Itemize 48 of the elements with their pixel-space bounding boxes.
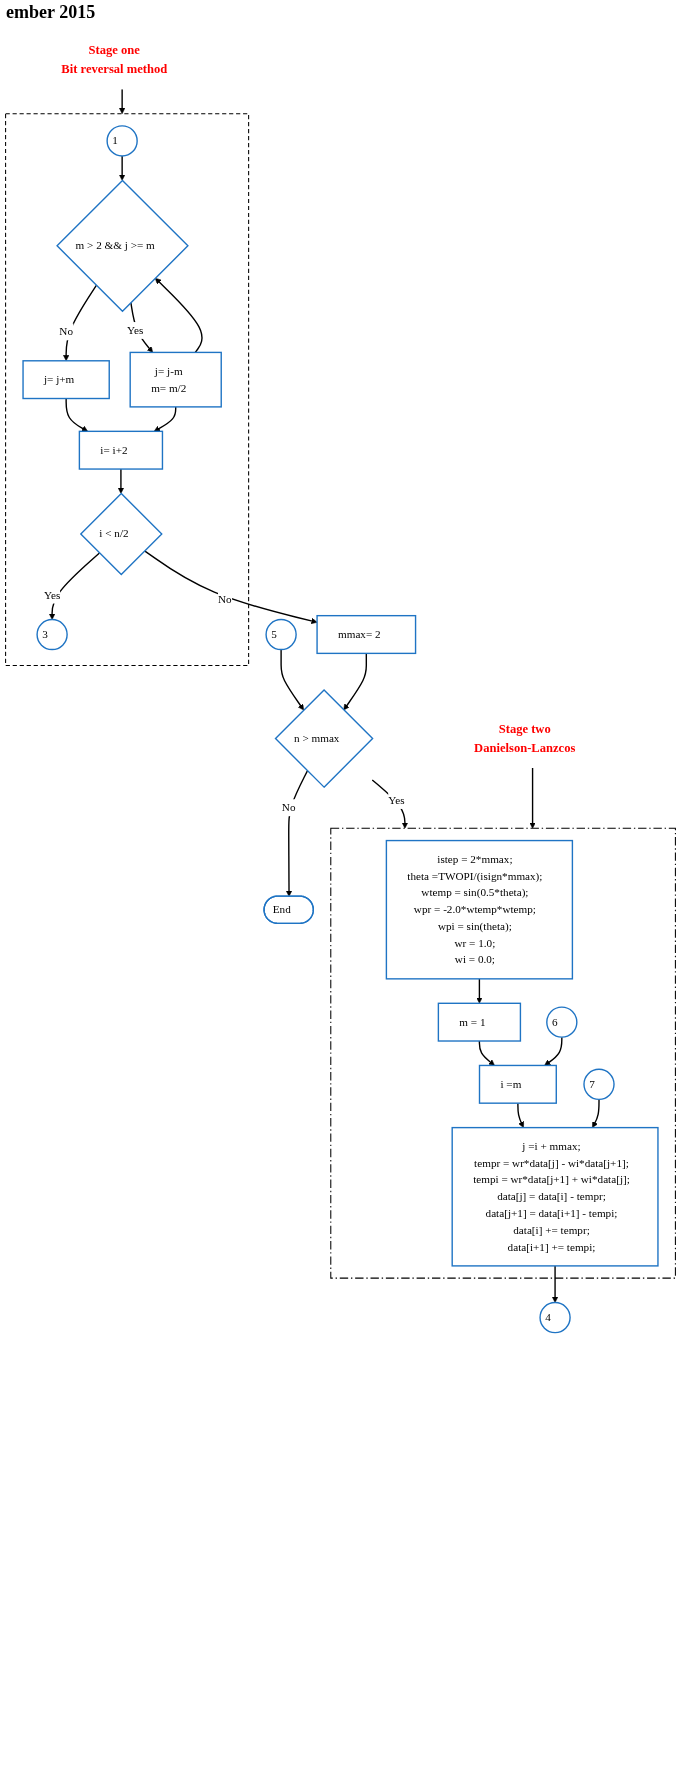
edge-label: No <box>59 325 73 338</box>
node-circle: 1 <box>106 125 138 157</box>
cluster <box>5 113 250 667</box>
arrow <box>478 1040 495 1066</box>
edge-label: Yes <box>388 794 405 807</box>
node-box: m = 1 <box>437 1002 522 1042</box>
edge-label: Yes <box>127 324 144 337</box>
node-box: j= j-m m= m/2 <box>129 351 222 408</box>
edge-label: No <box>218 593 232 606</box>
node-text: Stage one Bit reversal method <box>61 43 168 76</box>
arrow <box>371 779 408 829</box>
arrow <box>529 767 536 829</box>
cluster <box>330 827 676 1279</box>
node-box: j =i + mmax; tempr = wr*data[j] - wi*data[j+1]; tempi = wr*data[j+1] + wi*data[j]; data[j] = data[i] - tempr; data[j+1] = data[i+1] - tempi; data[i] += tempr; data[i+1] += tempi; <box>451 1126 659 1267</box>
edge-label: No <box>281 801 296 814</box>
node-box: istep = 2*mmax; theta =TWOPI/(isign*mmax); wtemp = sin(0.5*theta); wpr = -2.0*wtemp*wtemp; wpi = sin(theta); wr = 1.0; wi = 0.0; <box>385 839 574 980</box>
node-box: j= j+m <box>22 360 110 400</box>
node-circle: 6 <box>546 1006 578 1038</box>
node-circle: 3 <box>36 618 68 651</box>
arrow <box>592 1098 600 1128</box>
node-box: i= i+2 <box>78 430 164 470</box>
node-box: i =m <box>478 1064 557 1104</box>
arrow <box>153 406 177 432</box>
arrow <box>552 1265 559 1303</box>
arrow <box>63 284 98 362</box>
arrow <box>49 552 101 620</box>
arrow <box>119 155 126 181</box>
node-diamond: i < n/2 <box>79 492 163 576</box>
node-diamond: m > 2 && j >= m <box>56 179 189 313</box>
header-text: ember 2015 <box>6 2 97 23</box>
node-diamond: n > mmax <box>274 689 374 789</box>
arrow <box>343 652 367 711</box>
edge-label: Yes <box>43 588 61 601</box>
arrow <box>544 1036 563 1066</box>
arrow <box>119 88 126 114</box>
arrow <box>117 468 124 494</box>
arrow <box>154 277 203 354</box>
arrow <box>476 978 483 1004</box>
node-text: Stage two Danielson-Lanzcos <box>474 721 576 755</box>
node-box: mmax= 2 <box>316 614 417 655</box>
arrow <box>517 1102 524 1128</box>
arrow <box>143 550 318 624</box>
node-circle: 4 <box>539 1301 571 1334</box>
node-circle: 5 <box>265 618 297 651</box>
arrow <box>65 397 88 432</box>
arrow <box>285 770 309 897</box>
arrow <box>280 648 304 711</box>
node-circle: 7 <box>583 1068 615 1101</box>
